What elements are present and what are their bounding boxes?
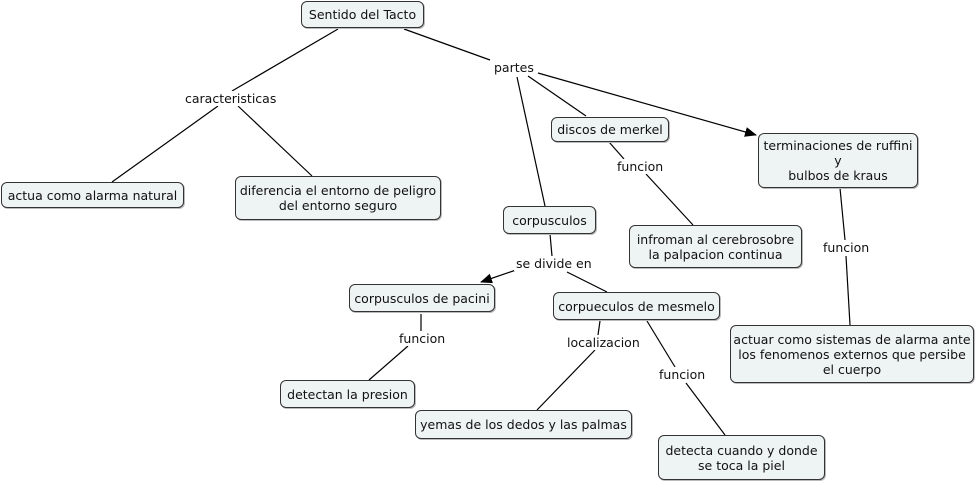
line-funcion-presion — [368, 345, 409, 381]
line-funcion-detecta — [685, 382, 726, 436]
line-caracteristicas-alarma — [111, 105, 219, 183]
concept-actuar-como-sistemas[interactable]: actuar como sistemas de alarma ante los … — [730, 325, 974, 383]
line-root-partes — [403, 28, 491, 61]
link-localizacion[interactable]: localizacion — [565, 335, 642, 350]
concept-diferencia-entorno[interactable]: diferencia el entorno de peligro del ent… — [235, 176, 441, 220]
line-discos-funcion — [608, 141, 625, 160]
arrow-partes-ruffini — [537, 72, 757, 137]
line-mesmelo-localizacion — [597, 320, 601, 336]
concept-discos-de-merkel[interactable]: discos de merkel — [551, 117, 669, 142]
concept-terminaciones-ruffini[interactable]: terminaciones de ruffini y bulbos de kra… — [758, 133, 918, 188]
line-root-caracteristicas — [231, 28, 339, 92]
line-funcion-actuar — [845, 255, 851, 326]
concept-yemas-de-los-dedos[interactable]: yemas de los dedos y las palmas — [415, 410, 632, 439]
line-partes-discos — [527, 75, 587, 117]
link-se-divide-en[interactable]: se divide en — [514, 256, 594, 271]
concept-corpusculos-de-pacini[interactable]: corpusculos de pacini — [349, 284, 495, 312]
link-partes[interactable]: partes — [492, 60, 536, 75]
line-ruffini-funcion — [839, 187, 846, 241]
concept-corpusculos[interactable]: corpusculos — [503, 206, 596, 234]
line-localizacion-yemas — [536, 349, 596, 411]
link-funcion-mesmelo[interactable]: funcion — [657, 367, 708, 382]
link-funcion-merkel[interactable]: funcion — [615, 159, 666, 174]
line-partes-corpusculos — [516, 76, 546, 207]
concept-sentido-del-tacto[interactable]: Sentido del Tacto — [301, 1, 424, 28]
concept-infroman-cerebro[interactable]: infroman al cerebrosobre la palpacion co… — [629, 225, 802, 268]
line-caracteristicas-diferencia — [237, 105, 313, 177]
arrow-sedivide-pacini — [480, 269, 517, 284]
line-corpusculos-sedivide — [549, 233, 553, 257]
line-sedivide-mesmelo — [566, 271, 608, 293]
concept-detecta-cuando-y-donde[interactable]: detecta cuando y donde se toca la piel — [658, 435, 825, 480]
concept-corpueculos-de-mesmelo[interactable]: corpueculos de mesmelo — [553, 292, 720, 320]
link-funcion-ruffini[interactable]: funcion — [821, 240, 872, 255]
link-funcion-pacini[interactable]: funcion — [397, 331, 448, 346]
link-caracteristicas[interactable]: caracteristicas — [183, 91, 279, 106]
concept-actua-como-alarma-natural[interactable]: actua como alarma natural — [1, 182, 184, 208]
concept-detectan-la-presion[interactable]: detectan la presion — [280, 380, 415, 408]
line-funcion-infroman — [645, 173, 694, 226]
line-mesmelo-funcion — [646, 320, 676, 368]
